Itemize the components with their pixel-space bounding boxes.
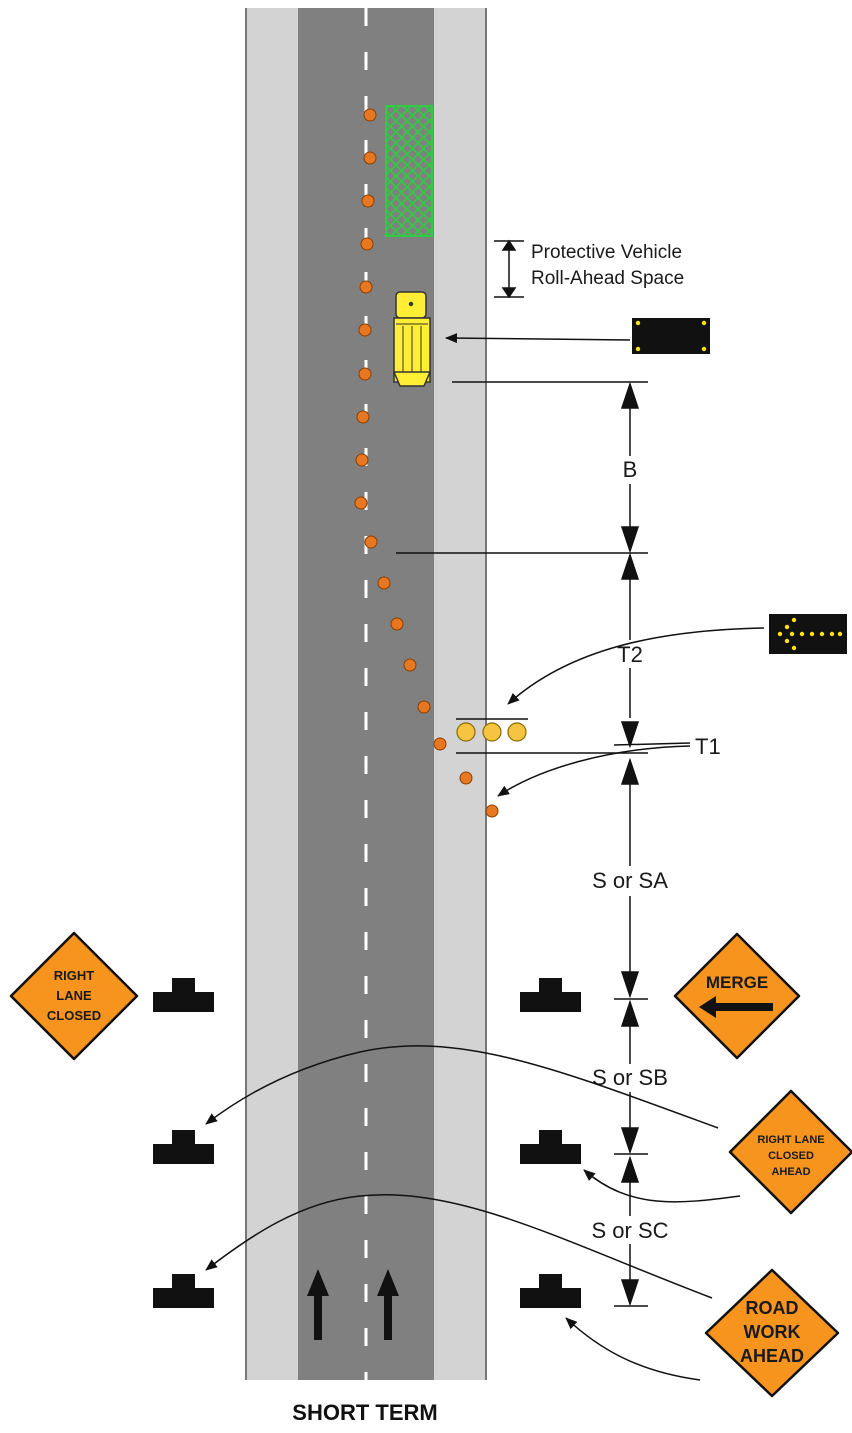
taper1-label: T1 bbox=[695, 734, 721, 759]
traffic-cone-icon bbox=[364, 535, 378, 549]
traffic-cone-icon bbox=[390, 617, 404, 631]
taper1-pointer bbox=[497, 745, 691, 797]
traffic-cone-icon bbox=[361, 194, 375, 208]
traffic-cone-icon bbox=[360, 237, 374, 251]
left-sign-supports bbox=[153, 978, 214, 1308]
sign-line: CLOSED bbox=[768, 1150, 814, 1162]
traffic-cone-icon bbox=[403, 658, 417, 672]
sign-line: RIGHT bbox=[54, 968, 95, 983]
arrow-board-icon bbox=[769, 614, 847, 654]
road-work-ahead-sign: ROAD WORK AHEAD bbox=[704, 1268, 840, 1398]
traffic-cone-icon bbox=[377, 576, 391, 590]
spacing-b-label: S or SB bbox=[592, 1065, 668, 1090]
left-shoulder bbox=[246, 8, 298, 1380]
flasher-icon bbox=[507, 722, 527, 742]
traffic-cone-icon bbox=[358, 367, 372, 381]
panel-pointer bbox=[445, 333, 631, 344]
flashing-panel-icon bbox=[632, 318, 710, 354]
sign-line: WORK bbox=[744, 1322, 801, 1342]
sign-support-icon bbox=[153, 1130, 214, 1164]
roll-ahead-label-line2: Roll-Ahead Space bbox=[531, 268, 684, 289]
traffic-cone-icon bbox=[358, 323, 372, 337]
sign-line: RIGHT LANE bbox=[757, 1134, 824, 1146]
dimension-chain bbox=[614, 381, 648, 1307]
traffic-cone-icon bbox=[355, 453, 369, 467]
spacing-c-label: S or SC bbox=[591, 1218, 668, 1243]
sign-support-icon bbox=[520, 1130, 581, 1164]
work-area bbox=[385, 105, 433, 237]
traffic-cone-icon bbox=[354, 496, 368, 510]
right-lane-closed-ahead-sign: RIGHT LANE CLOSED AHEAD bbox=[728, 1089, 852, 1215]
sign-support-icon bbox=[520, 978, 581, 1012]
traffic-cone-icon bbox=[363, 151, 377, 165]
sign-support-icon bbox=[153, 1274, 214, 1308]
flashing-lights bbox=[456, 722, 527, 742]
traffic-cone-icon bbox=[459, 771, 473, 785]
protective-truck-icon bbox=[392, 291, 432, 387]
roll-ahead-dimension bbox=[494, 239, 524, 299]
traffic-cone-icon bbox=[417, 700, 431, 714]
merge-sign: MERGE bbox=[673, 932, 801, 1060]
flasher-icon bbox=[482, 722, 502, 742]
sign-line: MERGE bbox=[706, 973, 768, 992]
sign-support-icon bbox=[520, 1274, 581, 1308]
direction-arrow-icon bbox=[377, 1269, 399, 1340]
merge-arrow-icon bbox=[699, 996, 773, 1018]
traffic-cone-icon bbox=[363, 108, 377, 122]
traffic-direction bbox=[307, 1269, 399, 1340]
traffic-cone-icon bbox=[359, 280, 373, 294]
right-shoulder bbox=[434, 8, 486, 1380]
traffic-cone-icon bbox=[356, 410, 370, 424]
right-lane-closed-sign: RIGHT LANE CLOSED bbox=[9, 931, 139, 1061]
right-sign-supports bbox=[520, 978, 581, 1308]
traffic-cone-icon bbox=[485, 804, 499, 818]
buffer-label: B bbox=[623, 457, 638, 482]
sign-line: AHEAD bbox=[740, 1346, 804, 1366]
direction-arrow-icon bbox=[307, 1269, 329, 1340]
traffic-cone-icon bbox=[433, 737, 447, 751]
flasher-icon bbox=[456, 722, 476, 742]
sign-line: AHEAD bbox=[771, 1166, 810, 1178]
cone-channelizers bbox=[354, 108, 499, 818]
sign-support-icon bbox=[153, 978, 214, 1012]
sign-line: ROAD bbox=[746, 1298, 799, 1318]
sign-pointers bbox=[205, 1045, 741, 1381]
roadway bbox=[245, 8, 487, 1380]
sign-line: CLOSED bbox=[47, 1008, 101, 1023]
roll-ahead-label-line1: Protective Vehicle bbox=[531, 242, 682, 263]
arrow-board-pointer bbox=[507, 627, 765, 705]
diagram-title: SHORT TERM bbox=[292, 1400, 438, 1425]
sign-line: LANE bbox=[56, 988, 92, 1003]
spacing-a-label: S or SA bbox=[592, 868, 668, 893]
